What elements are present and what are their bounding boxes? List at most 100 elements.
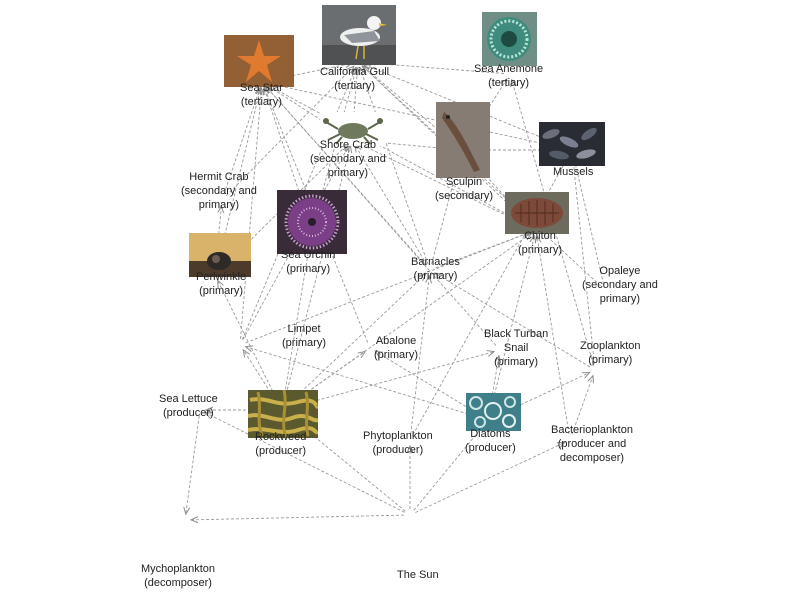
label-barnacles-line: Barnacles [411, 256, 460, 268]
label-chiton: Chiton (primary) [518, 229, 562, 257]
chiton-icon [505, 192, 569, 234]
sculpin-icon [436, 102, 490, 178]
arrow-bacterio-to-chiton [537, 236, 570, 435]
arrow-diatoms-to-abalone [375, 351, 484, 418]
label-limpet-line: Limpet [287, 323, 321, 335]
arrow-limpet-to-chiton [245, 232, 531, 344]
label-diatoms-line: (producer) [465, 442, 516, 454]
label-urchin: Sea Urchin(primary) [281, 248, 335, 276]
label-gull-line: California Gull [320, 66, 390, 78]
label-barnacles-line: (primary) [413, 270, 458, 282]
label-phyto: Phytoplankton (producer) [363, 429, 433, 457]
label-sculpin-line: (secondary) [435, 190, 494, 202]
label-periwinkle: Periwinkle (primary) [196, 270, 246, 298]
sea-anemone-icon [482, 12, 537, 66]
label-periwinkle-line: (primary) [199, 285, 244, 297]
label-urchin-line: (primary) [286, 263, 331, 275]
label-bacterio-line: (producer and [557, 438, 627, 450]
arrow-barnacles-to-sculpin [431, 156, 461, 265]
label-mussels: Mussels [553, 165, 593, 179]
label-opaleye-line: (secondary and [582, 279, 658, 291]
gull-photo [322, 5, 396, 65]
arrow-rockweed-to-periwinkle [218, 280, 280, 405]
label-turban-line: Snail [503, 342, 529, 354]
label-rockweed: Rockweed (producer) [255, 430, 306, 458]
label-hermit: Hermit Crab (secondary and primary) [181, 170, 257, 212]
arrow-sun-to-lettuce [205, 413, 405, 513]
label-shorecrab: Shore Crab (secondary and primary) [310, 138, 386, 180]
arrow-chiton-to-shorecrab [357, 143, 531, 228]
arrow-barnacles-to-chiton [435, 232, 531, 269]
label-abalone-line: Abalone [375, 335, 417, 347]
label-gull-line: (tertiary) [334, 80, 376, 92]
label-diatoms: Diatoms (producer) [465, 427, 516, 455]
arrow-seastar-to-gull [267, 63, 352, 82]
arrow-rockweed-to-urchin [282, 236, 311, 405]
label-hermit-line: (secondary and [181, 185, 257, 197]
label-sun: The Sun [397, 568, 439, 582]
arrow-sun-to-rockweed [287, 414, 406, 512]
arrow-bacterio-to-zooplankton [571, 376, 593, 435]
label-diatoms-line: Diatoms [470, 428, 511, 440]
arrow-barnacles-to-shorecrab [355, 145, 428, 266]
label-shorecrab-line: primary) [327, 167, 369, 179]
label-gull: California Gull (tertiary) [320, 65, 389, 93]
label-shorecrab-line: (secondary and [310, 153, 386, 165]
arrow-sun-to-mycho [191, 514, 405, 520]
label-zooplankton-line: Zooplankton [580, 340, 641, 352]
periwinkle-photo [189, 233, 251, 277]
label-chiton-line: Chiton [524, 230, 556, 242]
chiton-photo [505, 192, 569, 234]
arrow-diatoms-to-limpet [246, 347, 483, 419]
rockweed-icon [248, 390, 318, 438]
mussels-icon [539, 122, 605, 166]
sculpin-photo [436, 102, 490, 178]
label-mycho: Mychoplankton(decomposer) [141, 562, 215, 590]
label-bacterio-line: Bacterioplankton [551, 424, 633, 436]
label-rockweed-line: (producer) [255, 445, 307, 457]
label-hermit-line: Hermit Crab [189, 171, 249, 183]
label-lettuce: Sea Lettuce(producer) [159, 392, 218, 420]
arrow-sun-to-bacterio [415, 443, 564, 513]
diatoms-icon [466, 393, 521, 431]
diatoms-photo [466, 393, 521, 431]
label-sculpin: Sculpin (secondary) [435, 175, 493, 203]
label-phyto-line: (producer) [372, 444, 424, 456]
label-zooplankton: Zooplankton (primary) [580, 339, 641, 367]
label-shorecrab-line: Shore Crab [319, 139, 377, 151]
label-anemone-line: (tertiary) [488, 77, 530, 89]
arrow-turban-to-seastar [266, 87, 497, 346]
label-seastar: Sea Star(tertiary) [240, 81, 283, 109]
label-abalone-line: (primary) [374, 349, 418, 361]
label-turban-line: (primary) [494, 356, 539, 368]
sea-star-icon [224, 35, 294, 87]
label-hermit-line: primary) [198, 199, 240, 211]
arrow-diatoms-to-chiton [489, 236, 535, 415]
arrow-rockweed-to-shorecrab [283, 146, 351, 405]
label-sculpin-line: Sculpin [446, 176, 483, 188]
label-periwinkle-line: Periwinkle [196, 271, 247, 283]
arrow-rockweed-to-turban [287, 352, 494, 409]
sea-urchin-icon [277, 190, 347, 254]
label-mycho-line: (decomposer) [144, 577, 212, 589]
mussels-photo [539, 122, 605, 166]
arrow-zooplankton-to-barnacles [435, 273, 591, 368]
label-limpet-line: (primary) [282, 337, 326, 349]
arrow-phyto-to-barnacles [410, 276, 430, 435]
periwinkle-icon [189, 233, 251, 277]
label-opaleye-line: Opaleye [599, 265, 641, 277]
arrow-rockweed-to-barnacles [286, 274, 425, 407]
label-phyto-line: Phytoplankton [363, 430, 433, 442]
arrow-sun-to-diatoms [413, 425, 484, 511]
label-zooplankton-line: (primary) [588, 354, 633, 366]
label-barnacles: Barnacles (primary) [411, 255, 460, 283]
label-bacterio: Bacterioplankton (producer and decomposer) [551, 423, 633, 465]
arrow-urchin-to-seastar [264, 88, 311, 225]
gull-icon [322, 5, 396, 65]
urchin-photo [277, 190, 347, 254]
label-rockweed-line: Rockweed [255, 431, 307, 443]
label-bacterio-line: decomposer) [559, 452, 625, 464]
label-chiton-line: (primary) [518, 244, 562, 256]
